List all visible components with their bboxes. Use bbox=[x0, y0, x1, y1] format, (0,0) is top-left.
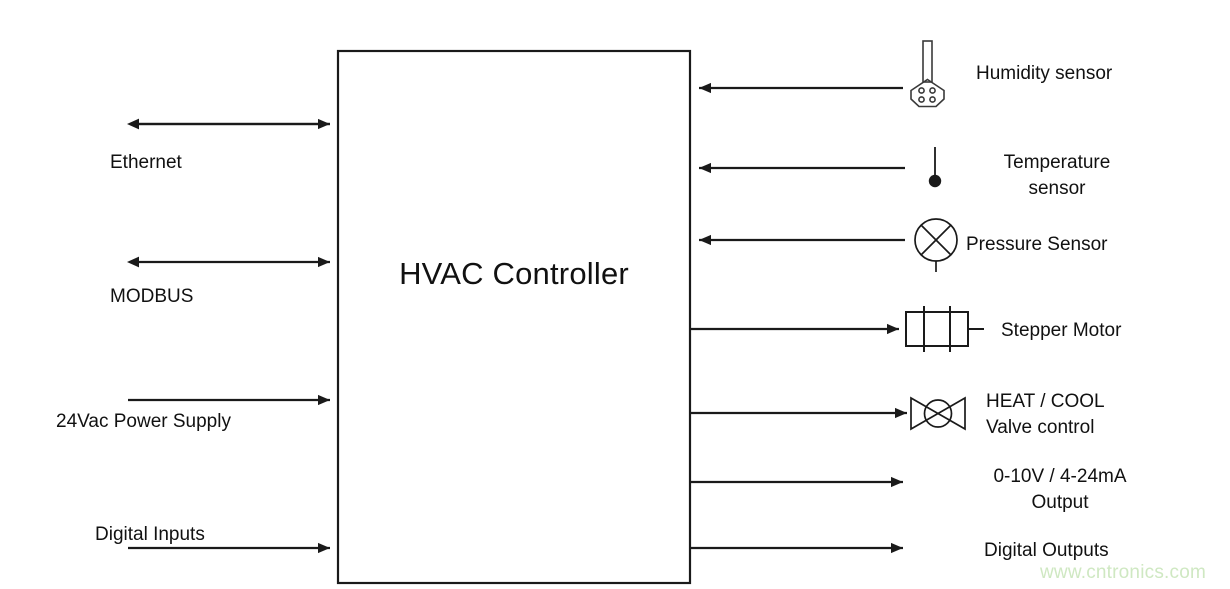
arrow-head-left bbox=[127, 256, 139, 268]
label-power-supply: 24Vac Power Supply bbox=[56, 411, 231, 432]
label-pressure-sensor: Pressure Sensor bbox=[966, 234, 1108, 255]
watermark: www.cntronics.com bbox=[1040, 562, 1206, 583]
label-ethernet: Ethernet bbox=[110, 152, 182, 173]
connector-modbus bbox=[127, 256, 330, 268]
valve-icon bbox=[910, 396, 966, 431]
arrow-head-left bbox=[127, 118, 139, 130]
controller-box bbox=[336, 49, 692, 585]
label-stepper-motor: Stepper Motor bbox=[1001, 320, 1122, 341]
label-digital-outputs: Digital Outputs bbox=[984, 540, 1109, 561]
label-temperature-sensor: Temperature sensor bbox=[1003, 152, 1111, 199]
label-digital-inputs: Digital Inputs bbox=[95, 524, 205, 545]
pressure-sensor-icon bbox=[914, 218, 958, 272]
label-valve-control: HEAT / COOL Valve control bbox=[986, 391, 1105, 438]
thermometer-icon bbox=[928, 147, 942, 188]
label-analog-output: 0-10V / 4-24mA Output bbox=[993, 466, 1127, 513]
label-modbus: MODBUS bbox=[110, 286, 194, 307]
label-humidity-sensor: Humidity sensor bbox=[976, 63, 1113, 84]
controller-title: HVAC Controller bbox=[399, 256, 629, 291]
humidity-sensor-icon bbox=[910, 40, 945, 108]
connector-ethernet bbox=[127, 118, 330, 130]
stepper-motor-icon bbox=[905, 306, 984, 352]
